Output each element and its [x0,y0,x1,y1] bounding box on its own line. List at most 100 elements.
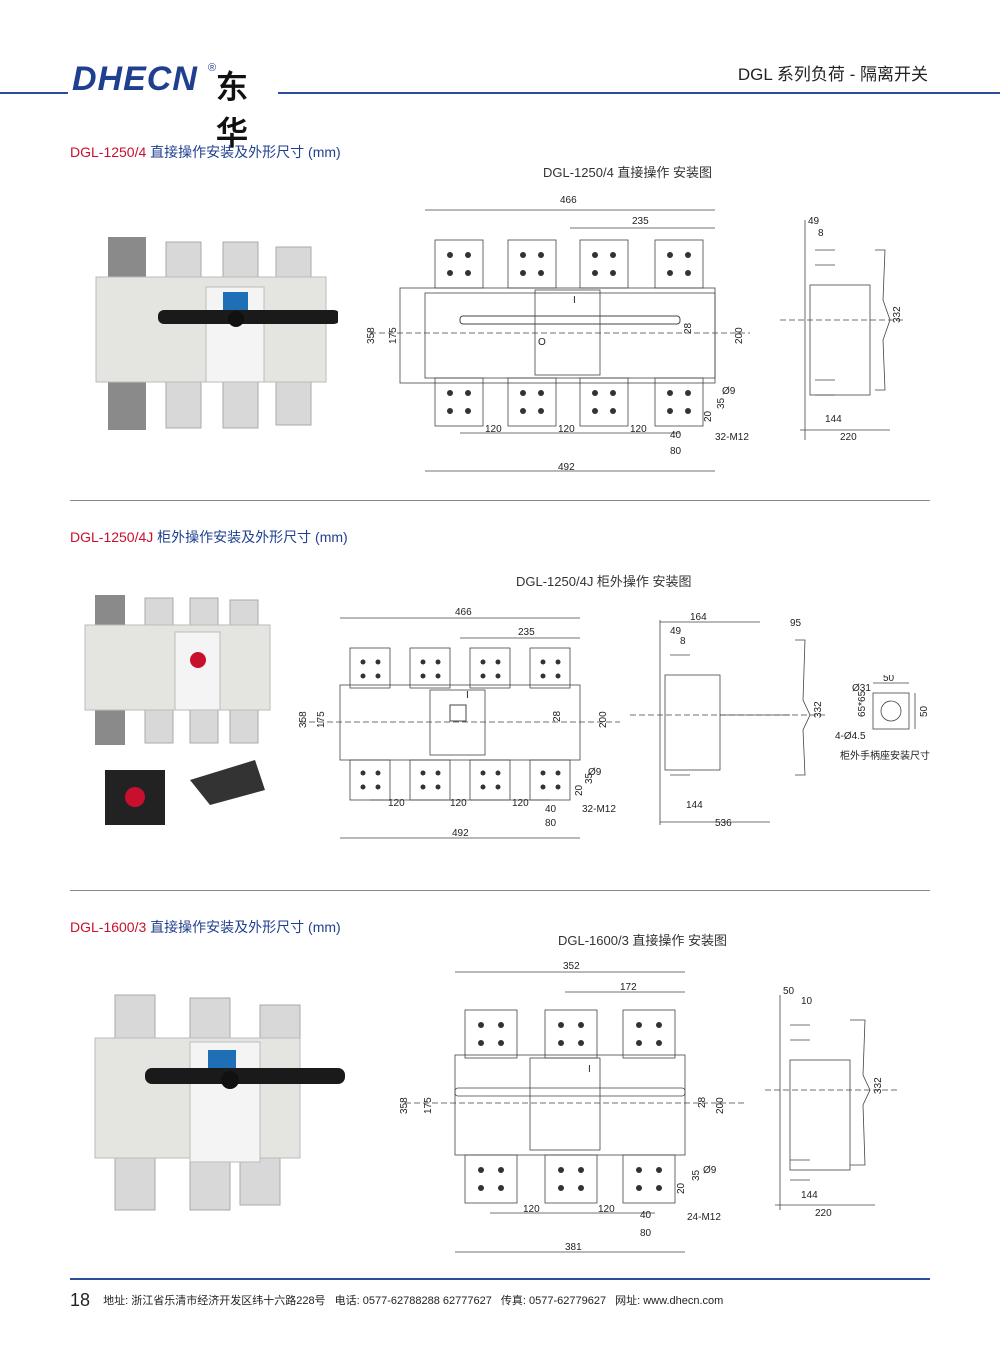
dim-172: 172 [620,982,637,993]
brand-name: DHECN [72,60,198,98]
dim-50-top: 50 [883,675,895,684]
dim-220: 220 [815,1208,832,1219]
dim-164: 164 [690,612,707,623]
dim-20: 20 [703,410,714,422]
dim-35: 35 [716,397,727,409]
dim-120-b: 120 [450,798,467,809]
front-drawing-3: 352 172 358 175 200 28 120 120 40 80 381… [399,961,745,1253]
page-title: DGL 系列负荷 - 隔离开关 [737,65,928,84]
dim-332: 332 [873,1077,884,1094]
dim-536: 536 [715,818,732,829]
dim-40: 40 [670,430,682,441]
dim-20: 20 [676,1182,687,1194]
section-model: DGL-1250/4J [70,529,154,545]
dim-95: 95 [790,618,802,629]
section-divider [70,500,930,501]
dim-358: 358 [366,327,377,344]
label-on: I [573,295,576,306]
dim-8: 8 [680,636,686,647]
dim-49: 49 [670,626,682,637]
dim-492: 492 [452,828,469,839]
section-title-1: DGL-1250/4 直接操作安装及外形尺寸 (mm) [70,142,341,162]
page-number: 18 [70,1290,91,1310]
front-drawing-1: 466 235 358 175 200 28 120 120 120 40 80… [366,195,750,473]
label-on: I [466,690,469,701]
dim-332: 332 [892,306,903,323]
dim-120-a: 120 [388,798,405,809]
section-caption: 直接操作安装及外形尺寸 (mm) [146,919,341,935]
dim-358: 358 [399,1097,410,1114]
diagram-title-1: DGL-1250/4 直接操作 安装图 [543,165,713,180]
dim-50-side: 50 [919,705,930,717]
handle-mount-drawing: Ø31 50 50 65*65 4-Ø4.5 柜外手柄座安装尺寸 [835,675,930,762]
dim-144: 144 [825,414,842,425]
footer-phone: 电话: 0577-62788288 62777627 [334,1295,492,1307]
dim-358: 358 [298,711,309,728]
dim-144: 144 [686,800,703,811]
brand-name-cn: 东华 [216,69,249,151]
dim-80: 80 [545,818,557,829]
section-divider [70,890,930,891]
dim-120-a: 120 [485,424,502,435]
dim-phi9: Ø9 [703,1165,717,1176]
side-drawing-1: 49 8 332 144 220 [780,216,905,443]
dim-144: 144 [801,1190,818,1201]
side-drawing-2: 164 49 8 332 144 536 95 [630,612,825,829]
bolt-spec: 24-M12 [687,1212,721,1223]
dim-120-a: 120 [523,1204,540,1215]
dim-49: 49 [808,216,820,227]
section-caption: 柜外操作安装及外形尺寸 (mm) [153,529,348,545]
dim-120-b: 120 [598,1204,615,1215]
dim-40: 40 [640,1210,652,1221]
footer-address: 地址: 浙江省乐清市经济开发区纬十六路228号 [103,1295,326,1307]
front-drawing-2: 466 235 358 175 200 28 120 120 120 40 80… [298,607,620,839]
diagram-title-2: DGL-1250/4J 柜外操作 安装图 [516,574,692,589]
mount-caption: 柜外手柄座安装尺寸 [840,749,930,762]
product-photo-1 [95,237,338,430]
label-off: O [538,337,546,348]
footer-website[interactable]: 网址: www.dhecn.com [615,1295,724,1307]
dim-80: 80 [670,446,682,457]
registered-mark: ® [208,62,217,74]
section-caption: 直接操作安装及外形尺寸 (mm) [146,144,341,160]
footer-fax: 传真: 0577-62779627 [500,1295,607,1307]
dim-80: 80 [640,1228,652,1239]
dim-35: 35 [584,772,595,784]
dim-phi9: Ø9 [588,767,602,778]
dim-phi9: Ø9 [722,386,736,397]
label-on: I [588,1064,591,1075]
dim-332: 332 [813,701,824,718]
dim-466: 466 [560,195,577,206]
header-rule [0,92,1000,94]
dim-120-c: 120 [512,798,529,809]
dim-235: 235 [518,627,535,638]
dim-28: 28 [552,710,563,722]
dim-35: 35 [691,1169,702,1181]
dim-200: 200 [734,327,745,344]
dim-175: 175 [423,1097,434,1114]
dim-200: 200 [715,1097,726,1114]
dim-235: 235 [632,216,649,227]
dim-20: 20 [574,784,585,796]
dim-352: 352 [563,961,580,972]
dim-65x65: 65*65 [857,690,868,717]
section-model: DGL-1600/3 [70,919,147,935]
dim-200: 200 [598,711,609,728]
dim-40: 40 [545,804,557,815]
dim-8: 8 [818,228,824,239]
dim-466: 466 [455,607,472,618]
dim-381: 381 [565,1242,582,1253]
dim-175: 175 [388,327,399,344]
footer-rule [70,1278,930,1280]
product-photo-3 [94,994,345,1211]
dim-phi31: Ø31 [852,683,871,694]
dim-28: 28 [683,322,694,334]
dim-120-c: 120 [630,424,647,435]
bolt-spec: 32-M12 [715,432,749,443]
side-drawing-3: 50 10 332 144 220 [765,986,900,1219]
dim-10: 10 [801,996,813,1007]
product-photo-2 [84,595,271,825]
bolt-spec: 32-M12 [582,804,616,815]
section-title-2: DGL-1250/4J 柜外操作安装及外形尺寸 (mm) [70,527,348,547]
dim-28: 28 [697,1096,708,1108]
